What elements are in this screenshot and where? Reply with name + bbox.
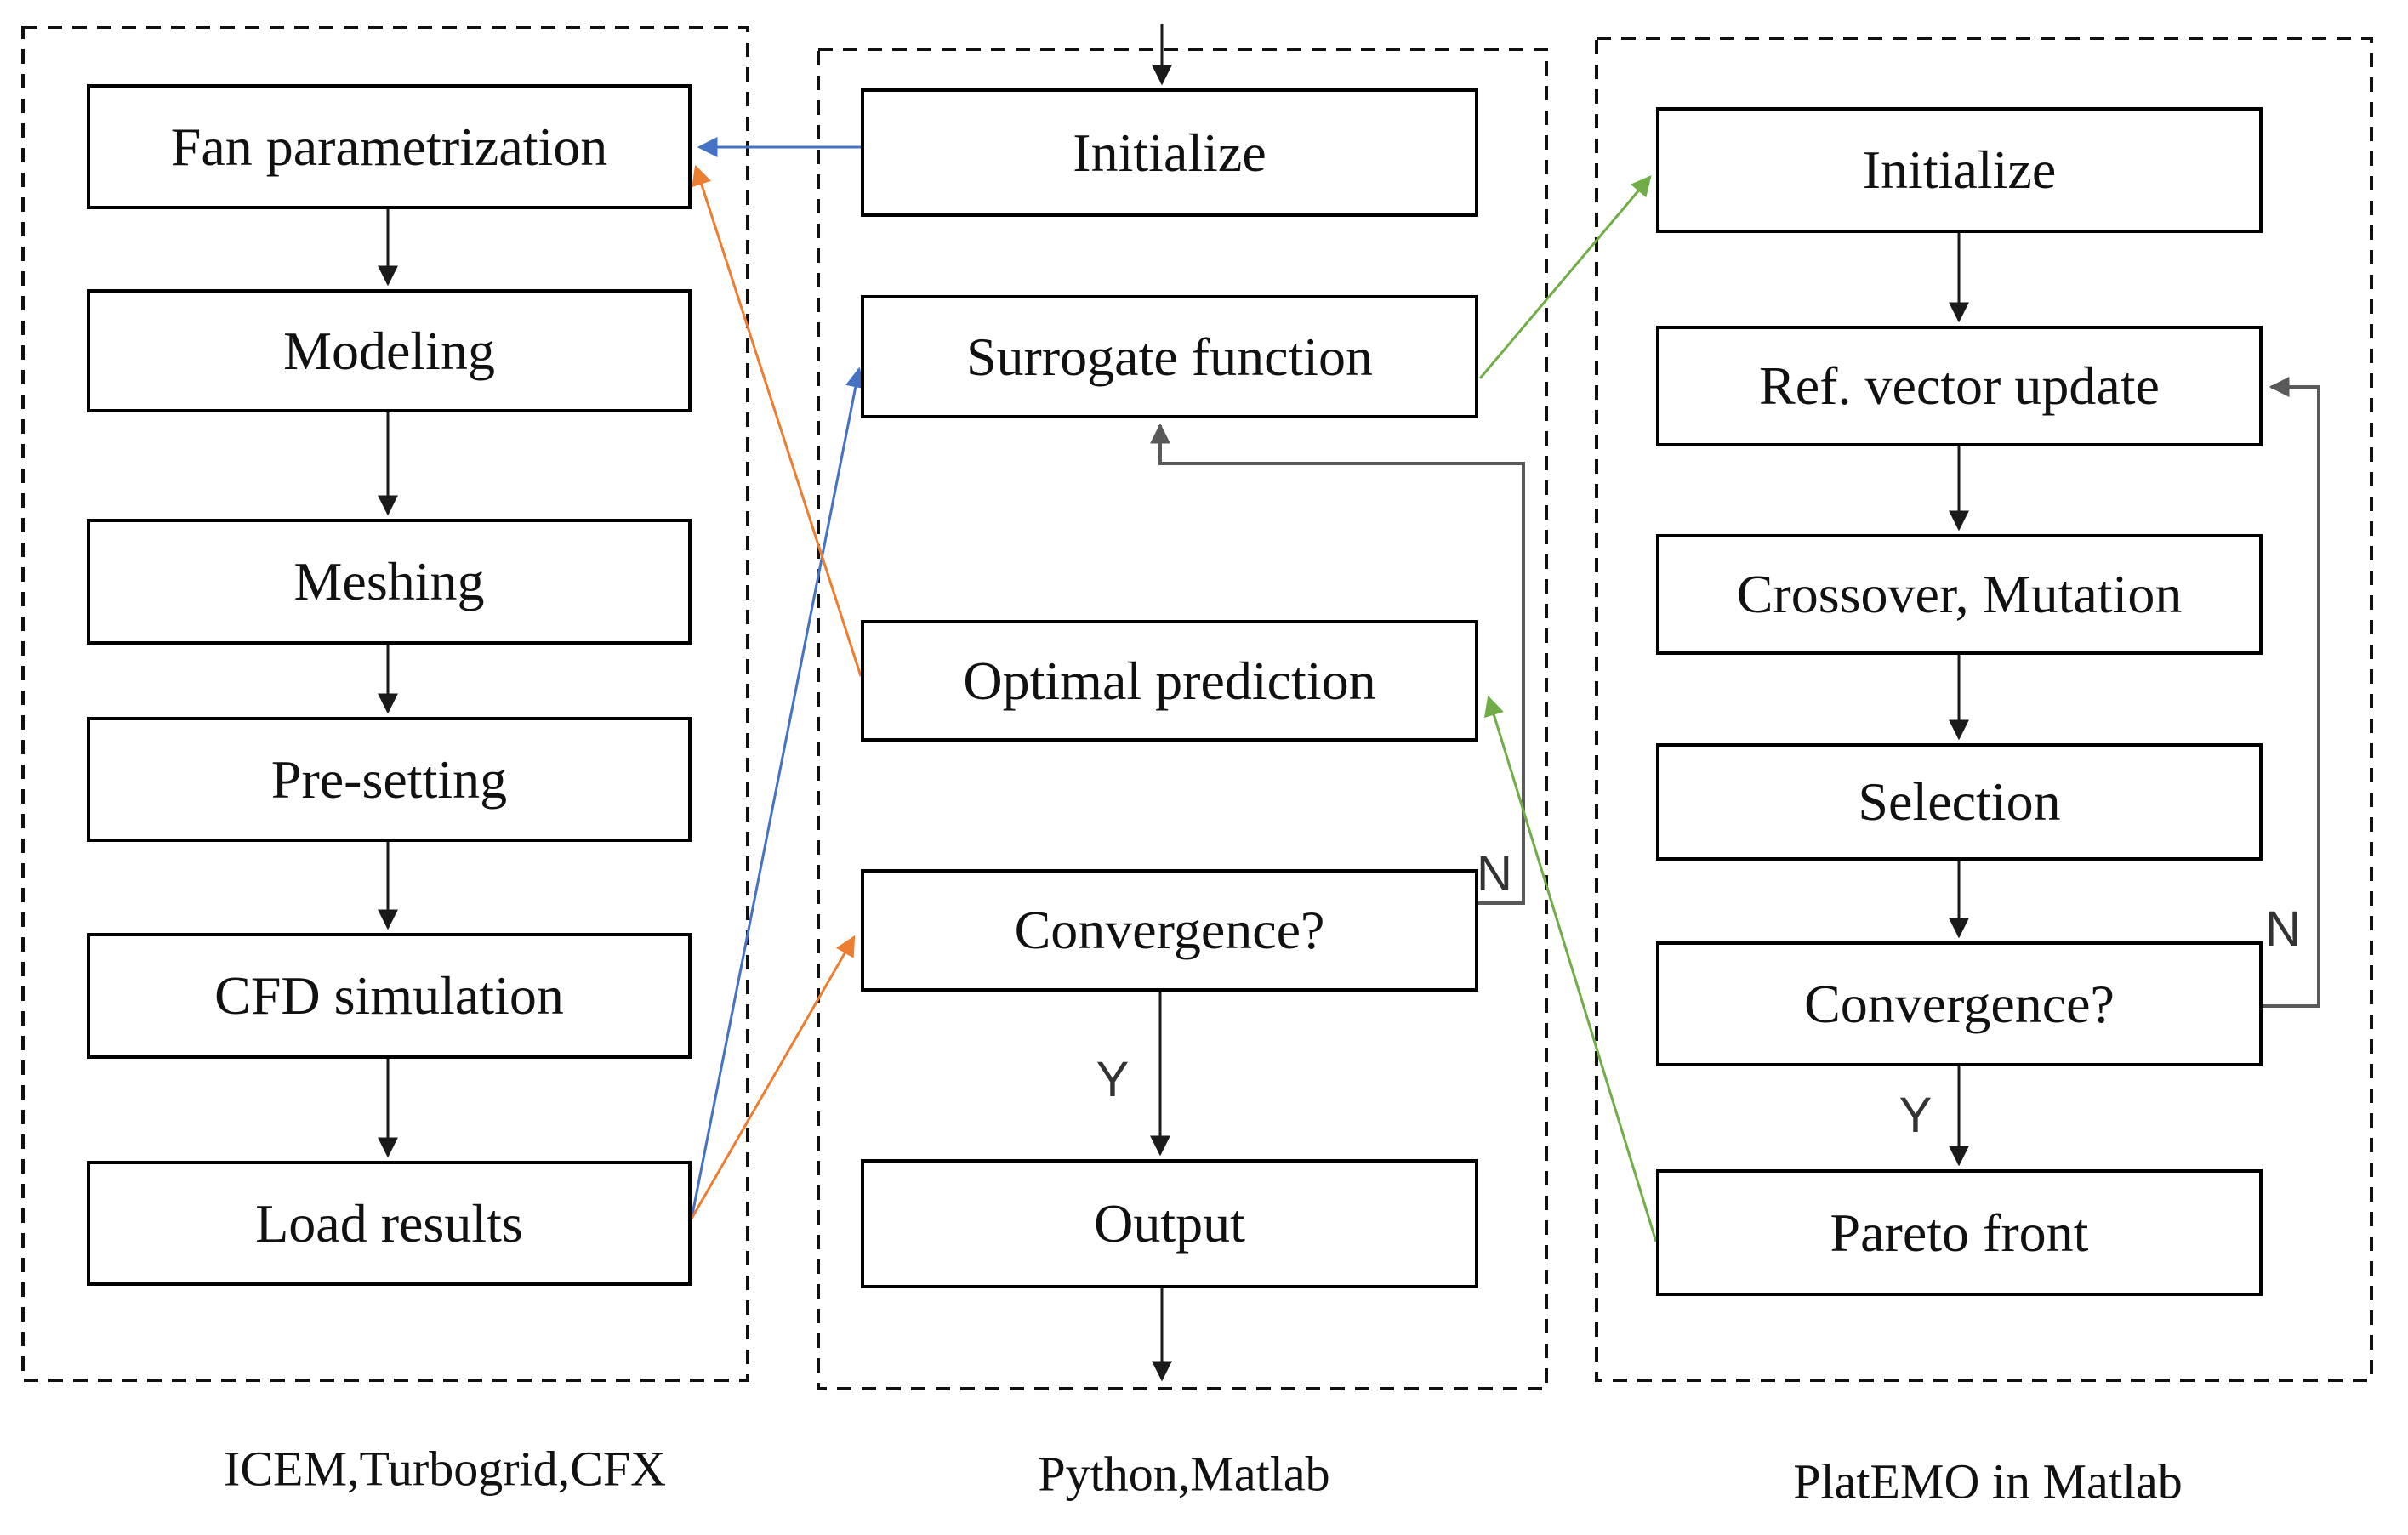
node-initialize-right: Initialize xyxy=(1656,107,2263,233)
node-meshing: Meshing xyxy=(87,519,692,645)
node-label: Pareto front xyxy=(1830,1202,2089,1263)
node-pre-setting: Pre-setting xyxy=(87,717,692,842)
node-label: Modeling xyxy=(283,320,495,381)
node-label: Initialize xyxy=(1073,122,1267,183)
node-optimal-prediction: Optimal prediction xyxy=(861,620,1478,742)
node-label: Convergence? xyxy=(1804,973,2115,1034)
dashed-frame-surrogate-loop xyxy=(817,48,1548,1390)
dashed-frame-platemo xyxy=(1595,37,2373,1382)
node-label: Selection xyxy=(1858,771,2061,832)
node-label: Load results xyxy=(255,1192,523,1254)
branch-label-no-middle: N xyxy=(1477,846,1512,901)
node-label: Surrogate function xyxy=(965,326,1374,387)
node-label: Meshing xyxy=(293,551,485,611)
loop-convergence-no-to-ref-vector-update xyxy=(2263,377,2320,1008)
node-label: Crossover, Mutation xyxy=(1736,564,2183,624)
arrow-orange-optimal-prediction-to-fan-parametrization xyxy=(692,164,862,677)
dashed-frame-cfd-tools xyxy=(21,26,749,1382)
branch-label-yes-middle: Y xyxy=(1096,1052,1130,1107)
arrow-orange-load-results-to-convergence xyxy=(690,935,856,1219)
node-label: Convergence? xyxy=(1014,900,1325,960)
node-selection: Selection xyxy=(1656,743,2263,861)
arrow-green-pareto-front-to-optimal-prediction xyxy=(1483,695,1658,1242)
node-convergence-middle: Convergence? xyxy=(861,869,1478,992)
node-convergence-right: Convergence? xyxy=(1656,941,2263,1066)
node-label: Initialize xyxy=(1862,139,2057,200)
node-load-results: Load results xyxy=(87,1161,692,1286)
node-label: Fan parametrization xyxy=(170,116,608,177)
node-label: Ref. vector update xyxy=(1759,355,2160,416)
node-label: Output xyxy=(1094,1193,1245,1254)
arrow-green-surrogate-function-to-initialize xyxy=(1478,175,1652,379)
loop-convergence-no-to-surrogate-function xyxy=(1150,423,1525,905)
arrow-blue-load-results-to-surrogate-function xyxy=(690,367,866,1219)
branch-label-no-right: N xyxy=(2265,901,2301,957)
node-crossover-mutation: Crossover, Mutation xyxy=(1656,534,2263,655)
node-surrogate-function: Surrogate function xyxy=(861,295,1478,418)
node-label: Pre-setting xyxy=(270,748,508,810)
node-label: Optimal prediction xyxy=(963,650,1376,711)
tool-label-platemo-in-matlab: PlatEMO in Matlab xyxy=(1793,1453,2183,1509)
node-label: CFD simulation xyxy=(214,965,564,1026)
node-initialize-middle: Initialize xyxy=(861,88,1478,217)
branch-label-yes-right: Y xyxy=(1899,1088,1933,1143)
node-output: Output xyxy=(861,1159,1478,1288)
tool-label-icem-turbogrid-cfx: ICEM,Turbogrid,CFX xyxy=(224,1441,666,1497)
node-fan-parametrization: Fan parametrization xyxy=(87,84,692,209)
node-modeling: Modeling xyxy=(87,289,692,412)
node-cfd-simulation: CFD simulation xyxy=(87,933,692,1059)
tool-label-python-matlab: Python,Matlab xyxy=(1038,1446,1330,1502)
node-pareto-front: Pareto front xyxy=(1656,1169,2263,1296)
node-ref-vector-update: Ref. vector update xyxy=(1656,326,2263,446)
